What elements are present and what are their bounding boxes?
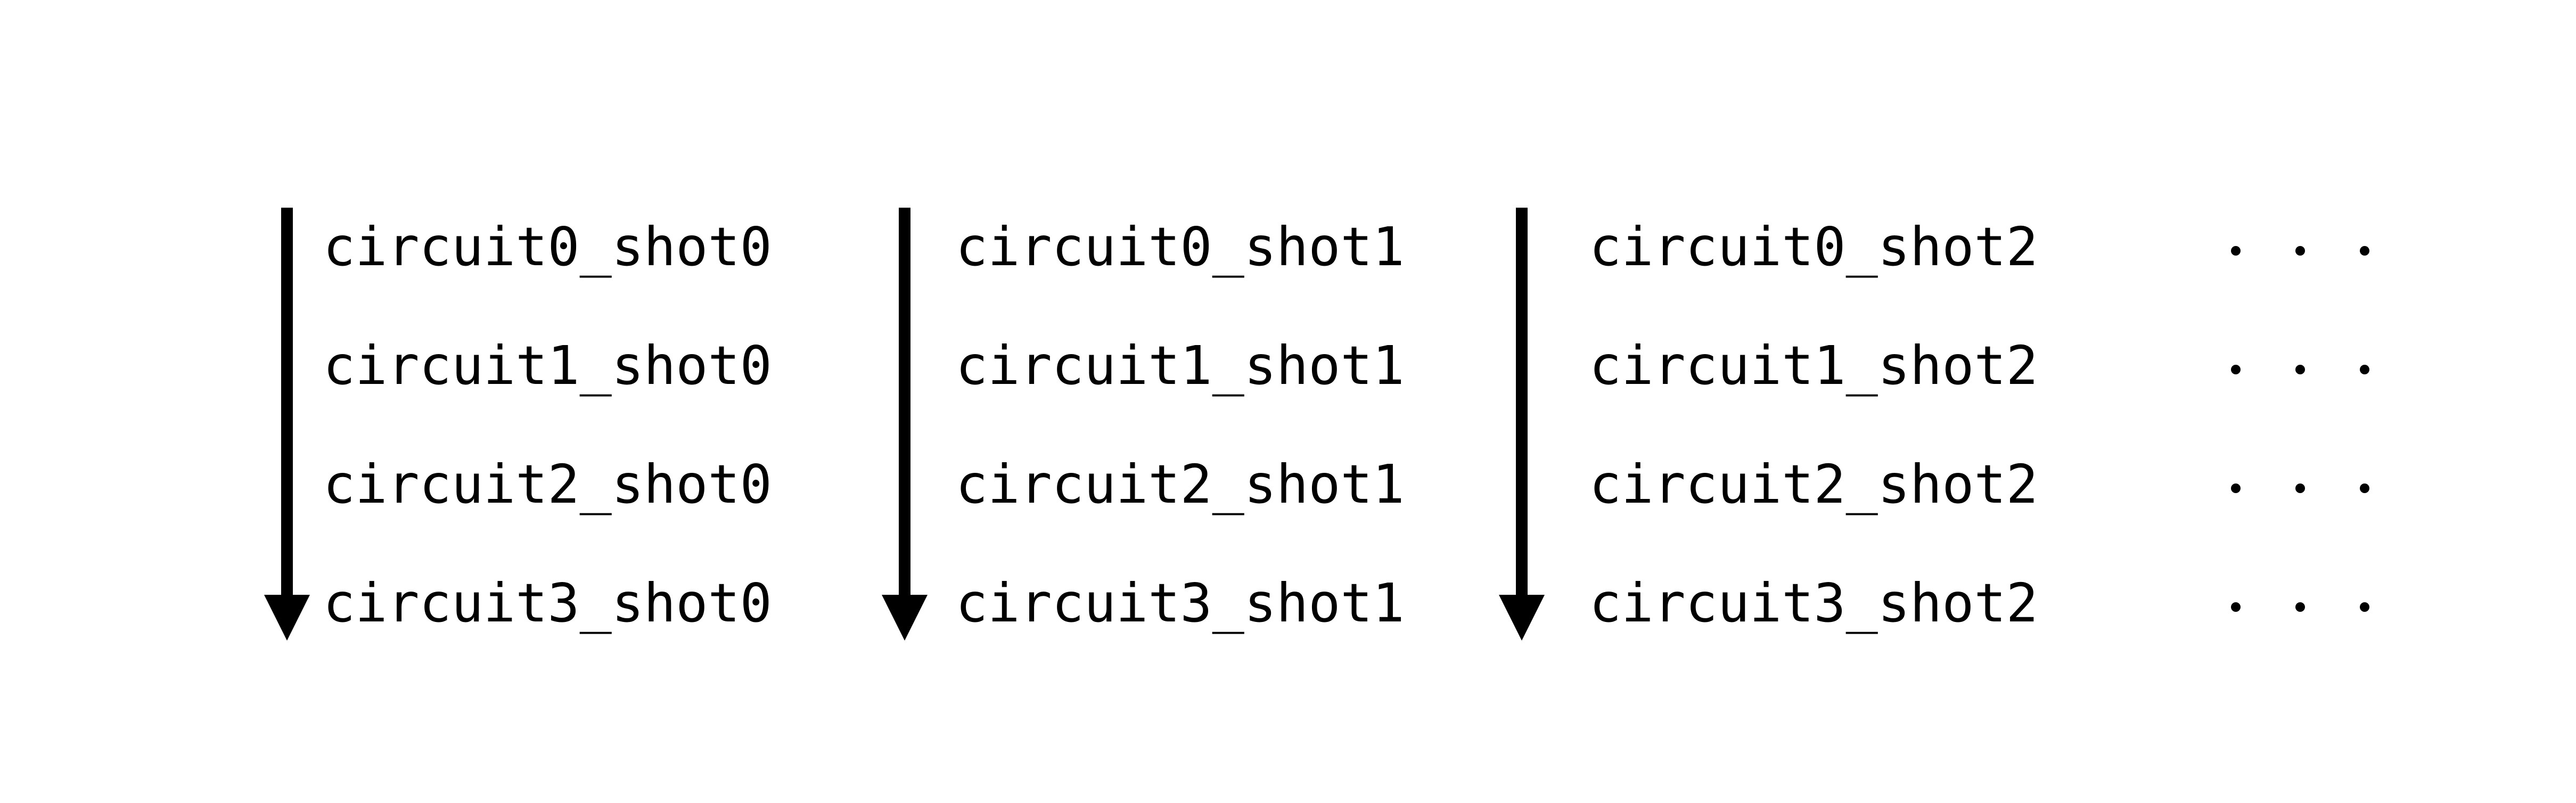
- circuit-shot-label: circuit2_shot2: [1589, 453, 2038, 515]
- circuit-shot-label: circuit0_shot0: [323, 216, 772, 278]
- ellipsis-dot-icon: [2231, 246, 2241, 256]
- down-arrow-icon: [1499, 208, 1545, 641]
- down-arrow-icon: [264, 208, 310, 641]
- down-arrow-icon: [882, 208, 928, 641]
- circuit-shot-label: circuit3_shot1: [956, 572, 1405, 634]
- circuit-shot-label: circuit1_shot0: [323, 334, 772, 397]
- ellipsis-dot-icon: [2360, 365, 2369, 374]
- ellipsis-row: [2231, 365, 2369, 374]
- ellipsis-dot-icon: [2295, 365, 2305, 374]
- circuit-shot-label: circuit2_shot0: [323, 453, 772, 515]
- ellipsis-dot-icon: [2231, 484, 2241, 493]
- circuit-shot-label: circuit3_shot2: [1589, 572, 2038, 634]
- ellipsis-dot-icon: [2231, 365, 2241, 374]
- ellipsis-dot-icon: [2295, 246, 2305, 256]
- circuit-shot-label: circuit1_shot1: [956, 334, 1405, 397]
- ellipsis-dot-icon: [2295, 484, 2305, 493]
- ellipsis-dot-icon: [2231, 602, 2241, 612]
- ellipsis-row: [2231, 246, 2369, 256]
- circuit-shot-label: circuit0_shot1: [956, 216, 1405, 278]
- ellipsis-dot-icon: [2295, 602, 2305, 612]
- ellipsis-dot-icon: [2360, 246, 2369, 256]
- circuit-shot-label: circuit1_shot2: [1589, 334, 2038, 397]
- circuit-shot-label: circuit3_shot0: [323, 572, 772, 634]
- circuit-shot-label: circuit0_shot2: [1589, 216, 2038, 278]
- ellipsis-row: [2231, 484, 2369, 493]
- ellipsis-dot-icon: [2360, 602, 2369, 612]
- ellipsis-row: [2231, 602, 2369, 612]
- ellipsis-dot-icon: [2360, 484, 2369, 493]
- circuit-shot-label: circuit2_shot1: [956, 453, 1405, 515]
